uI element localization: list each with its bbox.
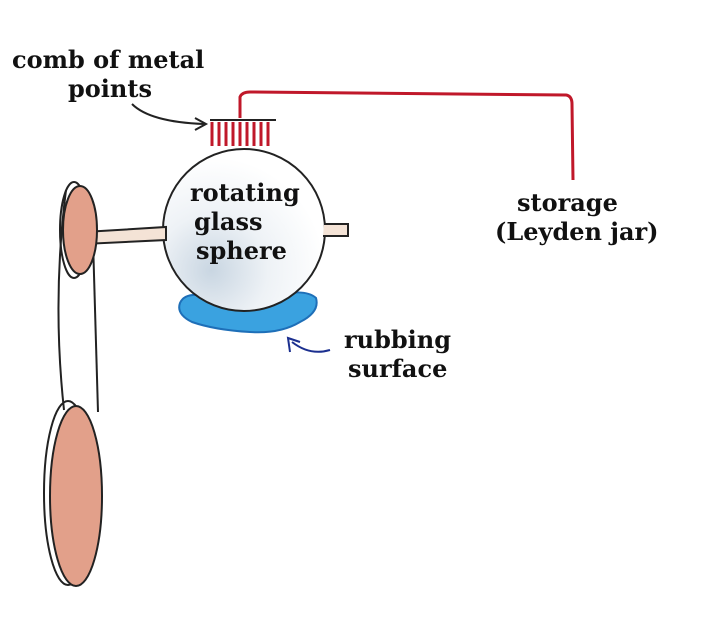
comb-label: comb of metal points (12, 45, 204, 103)
sphere-label-line2: glass (194, 207, 263, 236)
storage-wire (238, 90, 575, 181)
sphere-label: rotating glass sphere (190, 178, 300, 265)
comb-arrowhead (194, 117, 209, 131)
sphere-label-line3: sphere (196, 236, 287, 265)
comb-label-line1: comb of metal (12, 45, 205, 74)
large-pulley (43, 400, 103, 587)
storage-label-line1: storage (517, 188, 618, 217)
rubbing-arrowhead (286, 336, 301, 353)
rubbing-label: rubbing surface (344, 325, 451, 383)
rubbing-label-line2: surface (348, 354, 448, 383)
storage-label: storage (Leyden jar) (495, 188, 659, 246)
rubbing-label-line1: rubbing (344, 325, 452, 354)
axle-right (323, 223, 349, 237)
sphere-label-line1: rotating (190, 178, 300, 207)
small-pulley (59, 181, 98, 279)
rubbing-arrow (291, 341, 331, 353)
comb-label-line2: points (68, 74, 152, 103)
comb-arrow (131, 103, 205, 125)
storage-label-line2: (Leyden jar) (495, 217, 659, 246)
metal-comb (210, 119, 276, 146)
